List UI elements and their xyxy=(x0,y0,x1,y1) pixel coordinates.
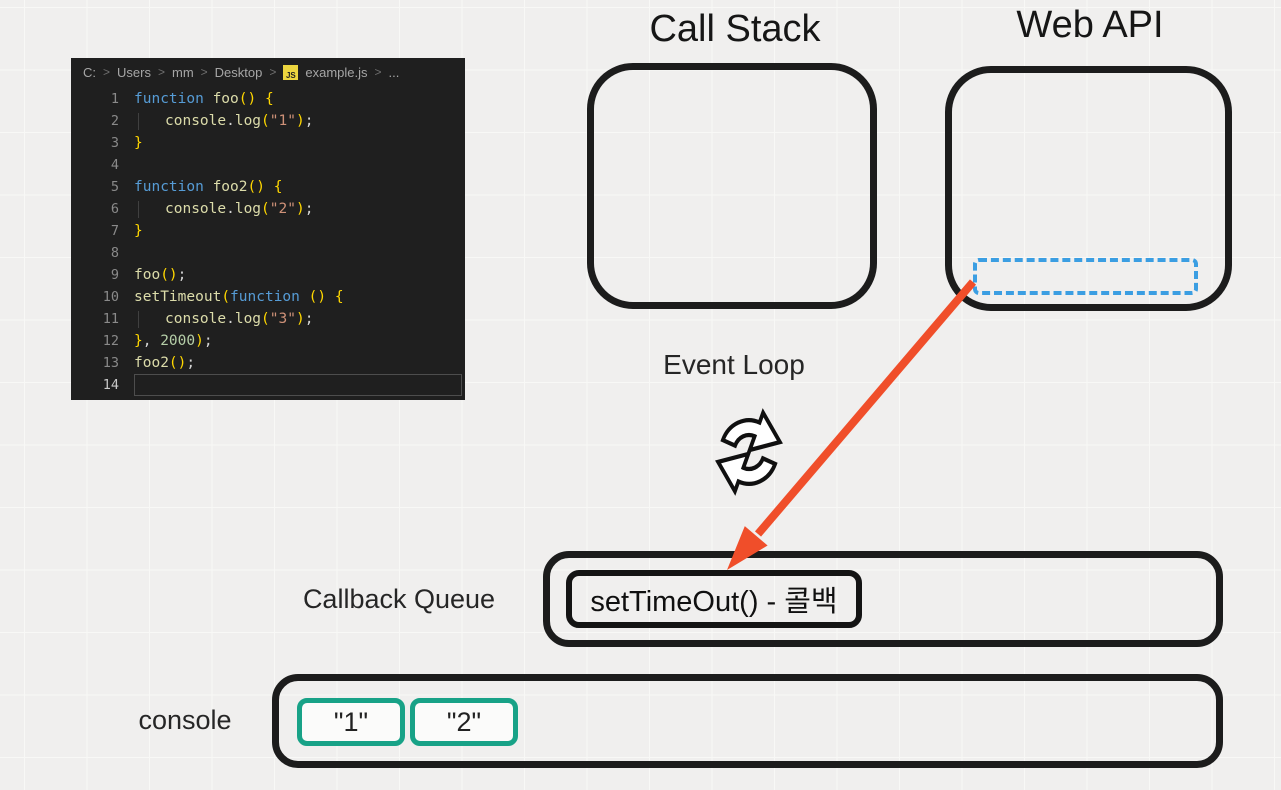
code-line: 2 console.log("1"); xyxy=(71,110,465,132)
line-content xyxy=(134,242,462,264)
line-content: foo2(); xyxy=(134,355,196,371)
callback-queue-label: Callback Queue xyxy=(302,584,496,614)
line-number: 13 xyxy=(102,355,119,371)
web-api-title: Web API xyxy=(1016,4,1164,46)
line-number: 4 xyxy=(110,157,119,173)
code-line: 10 setTimeout(function () { xyxy=(71,286,465,308)
console-items: "1" "2" xyxy=(297,698,518,746)
code-line: 7} xyxy=(71,220,465,242)
code-line: 9 foo(); xyxy=(71,264,465,286)
event-loop-label: Event Loop xyxy=(663,349,805,380)
line-number: 7 xyxy=(110,223,119,239)
code-line: 14 xyxy=(71,374,465,396)
chevron-right-icon: > xyxy=(103,65,111,79)
chevron-right-icon: > xyxy=(200,65,208,79)
line-content: setTimeout(function () { xyxy=(134,289,344,305)
line-content: console.log("3"); xyxy=(134,308,462,330)
code-line: 4 xyxy=(71,154,465,176)
line-number: 3 xyxy=(110,135,119,151)
code-line: 6 console.log("2"); xyxy=(71,198,465,220)
console-item[interactable]: "2" xyxy=(410,698,518,746)
line-number: 11 xyxy=(102,311,119,327)
chevron-right-icon: > xyxy=(157,65,165,79)
line-number: 12 xyxy=(102,333,119,349)
call-stack-title: Call Stack xyxy=(649,8,821,50)
code-line: 5 function foo2() { xyxy=(71,176,465,198)
line-number: 1 xyxy=(110,91,119,107)
console-label: console xyxy=(138,705,232,735)
breadcrumb: C: > Users > mm > Desktop > JS example.js >... xyxy=(71,58,465,86)
breadcrumb-segment: mm xyxy=(171,64,194,80)
js-file-icon: JS xyxy=(283,64,299,80)
sync-cycle-icon xyxy=(702,399,796,505)
line-number: 9 xyxy=(110,267,119,283)
line-content: console.log("2"); xyxy=(134,198,462,220)
line-number: 10 xyxy=(102,289,119,305)
code-line: 13 foo2(); xyxy=(71,352,465,374)
line-number: 14 xyxy=(102,377,119,393)
line-content: function foo() { xyxy=(134,91,274,107)
chevron-right-icon: > xyxy=(374,65,382,79)
line-content: function foo2() { xyxy=(134,179,283,195)
console-item[interactable]: "1" xyxy=(297,698,405,746)
line-number: 5 xyxy=(110,179,119,195)
code-line: 12 }, 2000); xyxy=(71,330,465,352)
callback-queue-box[interactable] xyxy=(543,551,1223,647)
code-editor[interactable]: C: > Users > mm > Desktop > JS example.js >... 1 fu… xyxy=(71,58,465,400)
breadcrumb-segment: Users xyxy=(117,64,151,80)
code-line: 11 console.log("3"); xyxy=(71,308,465,330)
console-box[interactable] xyxy=(272,674,1223,768)
queue-item-settimeout[interactable]: setTimeOut() - 콜백 xyxy=(566,570,862,628)
code-line: 1 function foo() { xyxy=(71,88,465,110)
web-api-box[interactable] xyxy=(945,66,1232,311)
chevron-right-icon: > xyxy=(269,65,277,79)
line-number: 6 xyxy=(110,201,119,217)
web-api-timer-slot[interactable] xyxy=(973,258,1198,295)
code-line: 8 xyxy=(71,242,465,264)
line-content xyxy=(134,154,462,176)
line-content: } xyxy=(134,223,143,239)
line-content: } xyxy=(134,135,143,151)
breadcrumb-filename: example.js xyxy=(305,64,368,80)
line-number: 8 xyxy=(110,245,119,261)
line-content: }, 2000); xyxy=(134,333,213,349)
breadcrumb-segment: C: xyxy=(83,64,96,80)
line-content: foo(); xyxy=(134,267,187,283)
line-content xyxy=(134,374,462,396)
line-number: 2 xyxy=(110,113,119,129)
breadcrumb-more: ... xyxy=(388,64,400,80)
call-stack-box[interactable] xyxy=(587,63,877,309)
line-content: console.log("1"); xyxy=(134,110,462,132)
breadcrumb-segment: Desktop xyxy=(214,64,263,80)
code-line: 3} xyxy=(71,132,465,154)
